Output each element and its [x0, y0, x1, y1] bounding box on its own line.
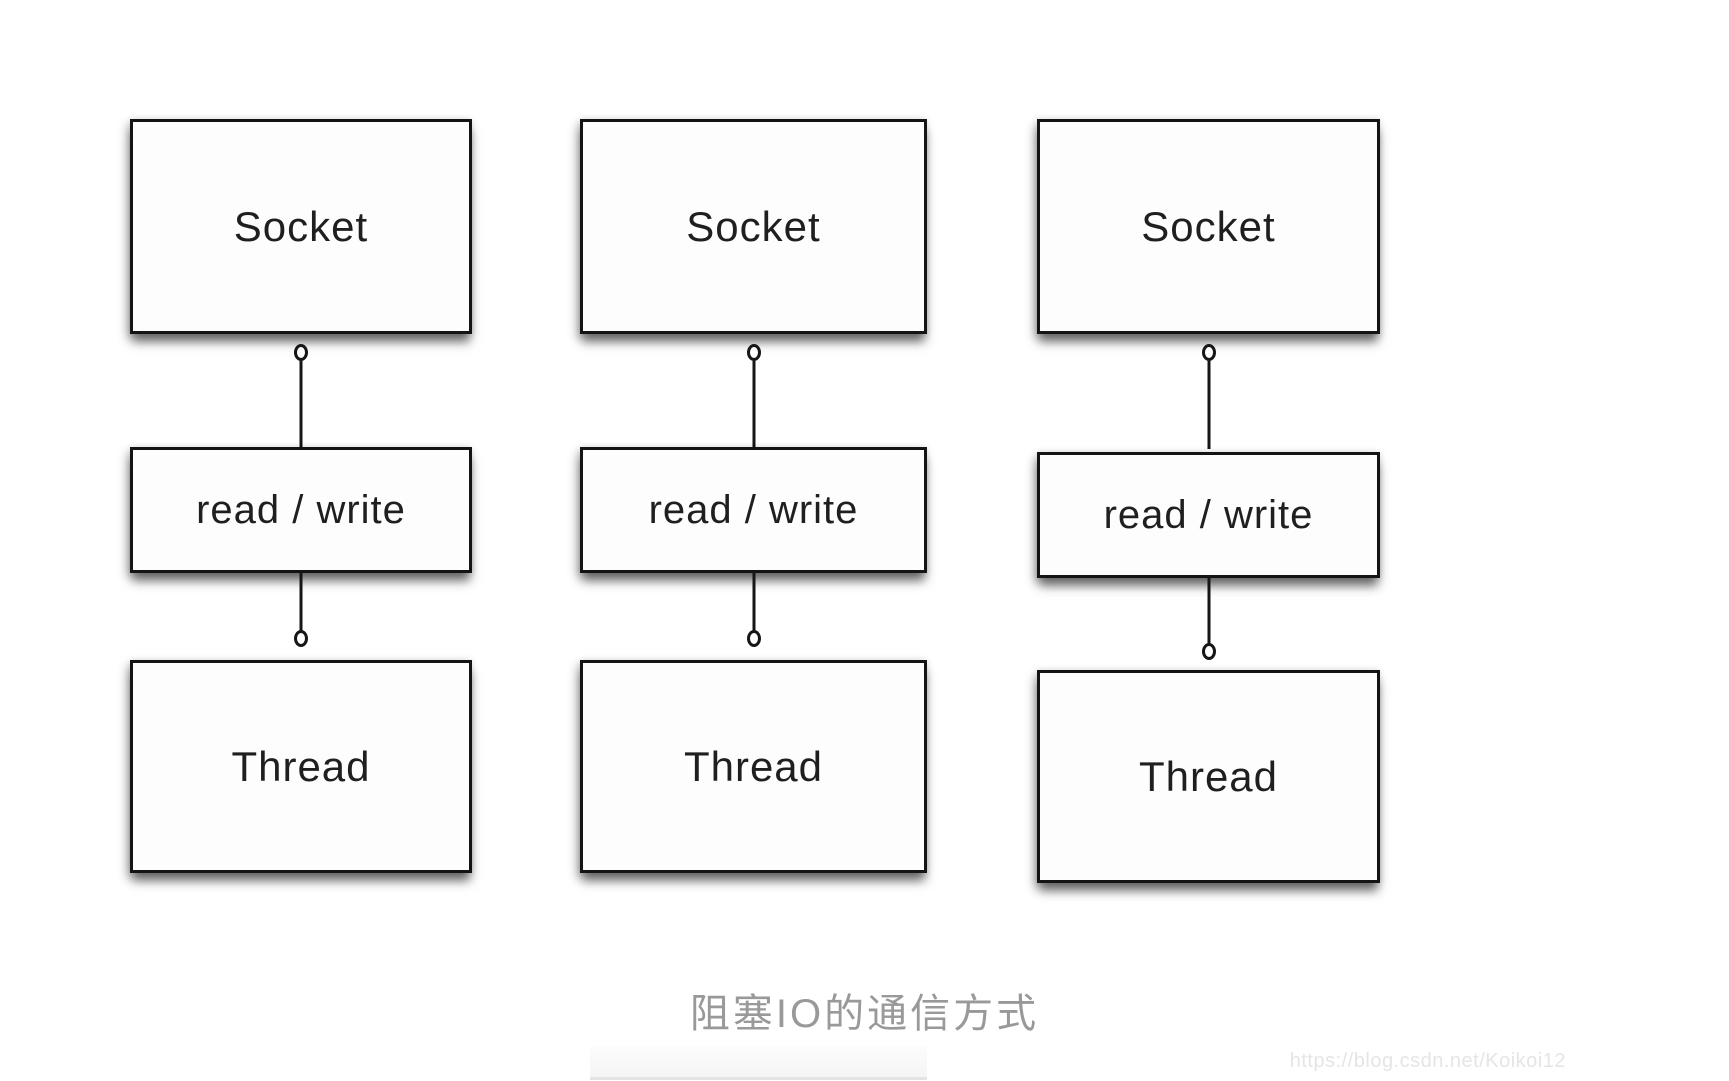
read-write-box: read / write: [1037, 452, 1380, 578]
thread-label: Thread: [1138, 752, 1279, 800]
socket-label: Socket: [233, 202, 369, 250]
connector-dot-icon: [1201, 643, 1216, 660]
read-write-label: read / write: [196, 487, 406, 532]
bottom-divider: [590, 1046, 927, 1080]
connector-dot-icon: [746, 344, 761, 361]
socket-label: Socket: [686, 202, 821, 250]
read-write-box: read / write: [130, 447, 472, 573]
connector-dot-icon: [746, 630, 761, 647]
connector-dot-icon: [294, 344, 308, 361]
socket-box: Socket: [130, 119, 472, 334]
read-write-label: read / write: [648, 487, 859, 532]
thread-box: Thread: [580, 660, 927, 873]
connector-line: [299, 571, 303, 633]
read-write-box: read / write: [580, 447, 927, 573]
read-write-label: read / write: [1103, 492, 1314, 537]
thread-box: Thread: [130, 660, 472, 873]
watermark-url: https://blog.csdn.net/Koikoi12: [1289, 1050, 1566, 1072]
socket-box: Socket: [580, 119, 927, 334]
thread-box: Thread: [1037, 670, 1380, 883]
socket-label: Socket: [1141, 202, 1276, 250]
connector-dot-icon: [294, 630, 308, 647]
connection-column-1: Socket read / write Thread: [130, 0, 472, 1081]
connector-line: [752, 361, 755, 449]
thread-label: Thread: [683, 742, 824, 790]
thread-label: Thread: [231, 742, 371, 790]
connector-line: [299, 361, 303, 449]
connection-column-2: Socket read / write Thread: [580, 0, 927, 1081]
connection-column-3: Socket read / write Thread: [1037, 0, 1380, 1081]
connector-line: [1207, 576, 1210, 645]
connector-line: [1207, 361, 1210, 449]
connector-line: [752, 571, 755, 633]
diagram-caption: 阻塞IO的通信方式: [689, 992, 1040, 1036]
connector-dot-icon: [1201, 344, 1216, 361]
socket-box: Socket: [1037, 119, 1380, 334]
